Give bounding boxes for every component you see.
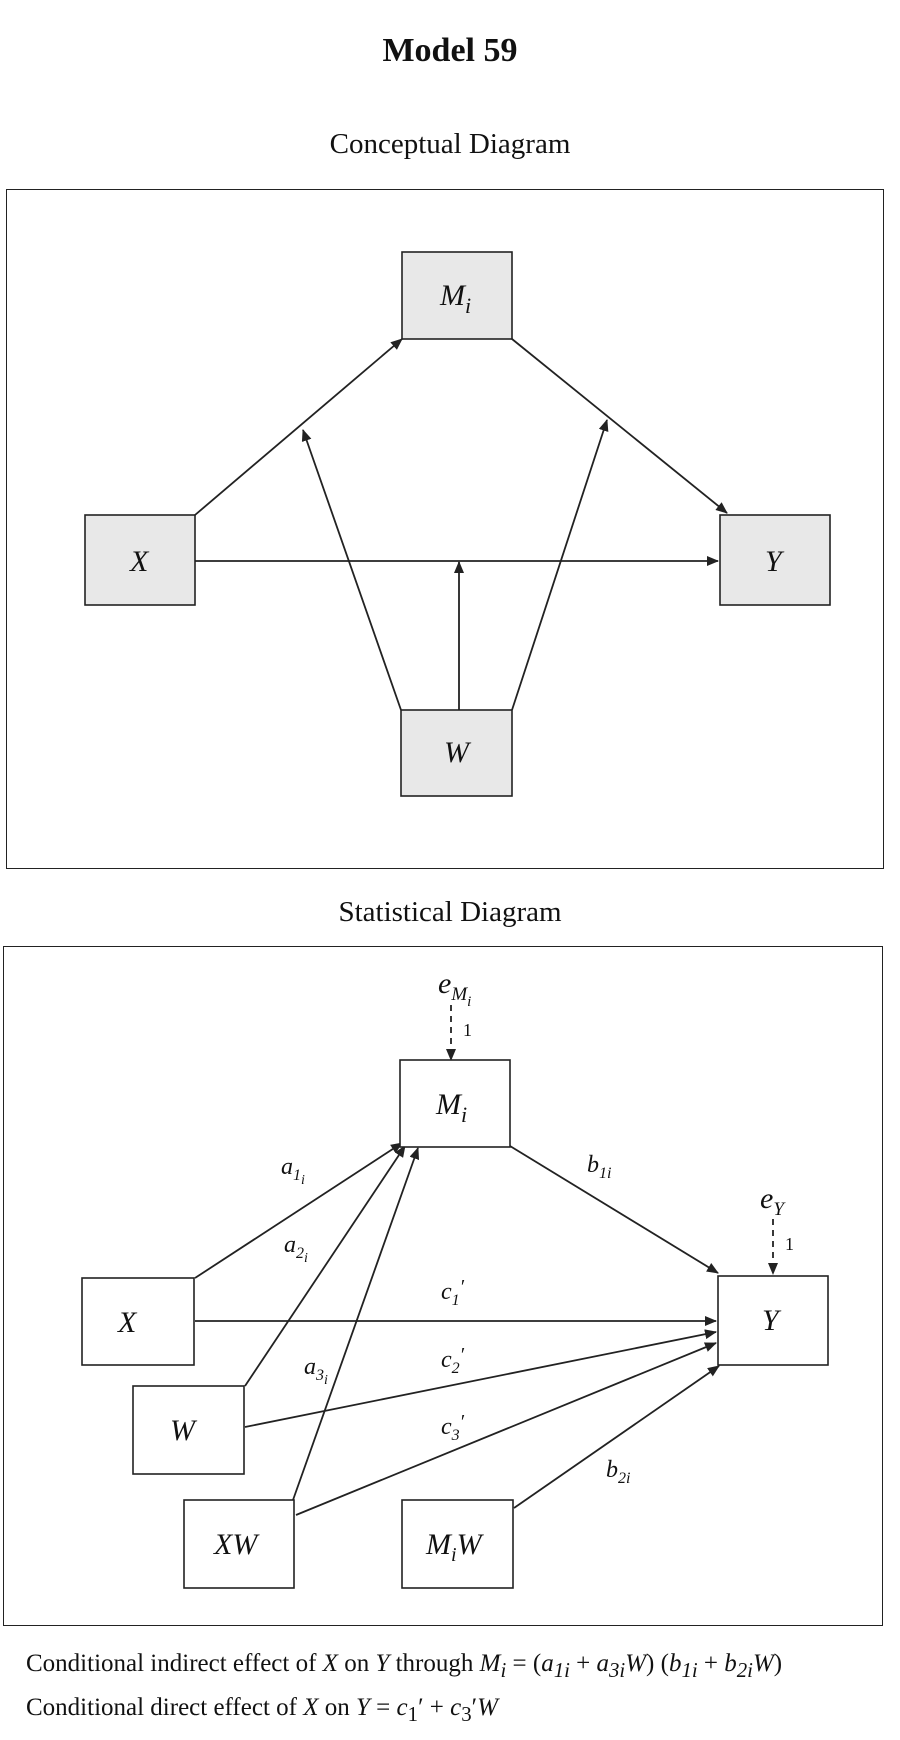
arrow-w-to-xm	[301, 429, 402, 711]
svg-text:Mi: Mi	[439, 279, 471, 318]
indirect-effect-equation: Conditional indirect effect of X on Y th…	[26, 1650, 783, 1682]
arrow-w-to-m-stat	[244, 1145, 406, 1387]
stat-node-w: W	[132, 1385, 245, 1475]
statistical-diagram: eMi 1 eY 1 Mi X Y W	[81, 967, 829, 1589]
path-label-a2: a2i	[284, 1232, 308, 1266]
path-label-a1: a1i	[281, 1154, 305, 1188]
stat-node-xw: XW	[183, 1499, 295, 1589]
node-m-sub: i	[465, 293, 471, 318]
path-label-b2: b2i	[606, 1457, 630, 1487]
conceptual-node-m: Mi	[401, 251, 513, 340]
arrow-w-to-my	[511, 419, 609, 711]
stat-node-y: Y	[717, 1275, 829, 1366]
conceptual-node-y: Y	[719, 514, 831, 606]
path-label-c2: c2′	[441, 1344, 465, 1377]
svg-text:W: W	[170, 1414, 198, 1447]
error-ey-weight: 1	[785, 1234, 794, 1254]
path-label-b1: b1i	[587, 1152, 611, 1182]
page-title: Model 59	[382, 32, 518, 69]
path-label-a3: a3i	[304, 1354, 328, 1388]
arrow-m-to-y-stat	[509, 1145, 719, 1274]
arrow-x-to-m-stat	[194, 1142, 403, 1279]
svg-text:X: X	[117, 1306, 138, 1339]
direct-effect-equation: Conditional direct effect of X on Y = c1…	[26, 1694, 498, 1726]
arrow-mw-to-y-stat	[513, 1365, 720, 1509]
conceptual-node-x: X	[84, 514, 196, 606]
svg-text:MiW: MiW	[425, 1528, 485, 1566]
arrow-xw-to-m-stat	[292, 1147, 420, 1501]
statistical-heading: Statistical Diagram	[338, 896, 562, 928]
stat-node-m: Mi	[399, 1059, 511, 1148]
error-em-weight: 1	[463, 1020, 472, 1040]
svg-text:Mi: Mi	[435, 1088, 467, 1127]
path-label-c3: c3′	[441, 1411, 465, 1444]
error-ey: eY	[760, 1182, 786, 1220]
conceptual-node-w: W	[400, 709, 513, 797]
arrow-x-to-m	[194, 338, 403, 516]
conceptual-heading: Conceptual Diagram	[329, 128, 571, 160]
path-label-c1: c1′	[441, 1276, 465, 1309]
svg-text:XW: XW	[213, 1528, 260, 1561]
arrow-m-to-y	[511, 338, 728, 514]
node-x-label: X	[129, 545, 150, 578]
svg-text:Y: Y	[762, 1304, 782, 1337]
node-w-label: W	[444, 736, 472, 769]
conceptual-diagram: Mi X Y W	[84, 251, 831, 797]
stat-node-mw: MiW	[401, 1499, 514, 1589]
arrow-xw-to-y-stat	[295, 1342, 717, 1516]
node-y-label: Y	[765, 545, 785, 578]
arrow-w-to-y-stat	[244, 1329, 717, 1428]
node-m-label: M	[439, 279, 467, 312]
stat-node-x: X	[81, 1277, 195, 1366]
error-em: eMi	[438, 967, 471, 1010]
